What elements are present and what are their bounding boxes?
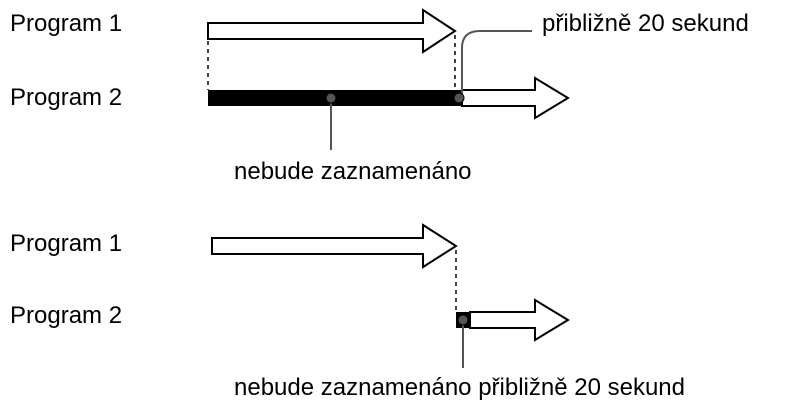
- top-program1-label: Program 1: [10, 10, 123, 37]
- bottom-program1-label: Program 1: [10, 230, 123, 257]
- bottom-program1-arrow: [211, 223, 458, 269]
- bottom-caption-marker-dot: [457, 314, 469, 326]
- top-program2-arrow: [461, 76, 570, 120]
- bottom-caption-label: nebude zaznamenáno přibližně 20 sekund: [234, 374, 685, 401]
- top-program1-arrow: [207, 8, 457, 54]
- top-not-recorded-label: nebude zaznamenáno: [234, 158, 472, 185]
- top-approx-20s-label: přibližně 20 sekund: [542, 10, 749, 37]
- bottom-program2-arrow: [469, 298, 570, 342]
- top-not-recorded-marker-dot: [325, 92, 337, 104]
- bottom-program2-label: Program 2: [10, 302, 123, 329]
- top-approx-marker-dot: [453, 92, 465, 104]
- top-approx-leader-line: [461, 30, 532, 98]
- top-program2-label: Program 2: [10, 84, 123, 111]
